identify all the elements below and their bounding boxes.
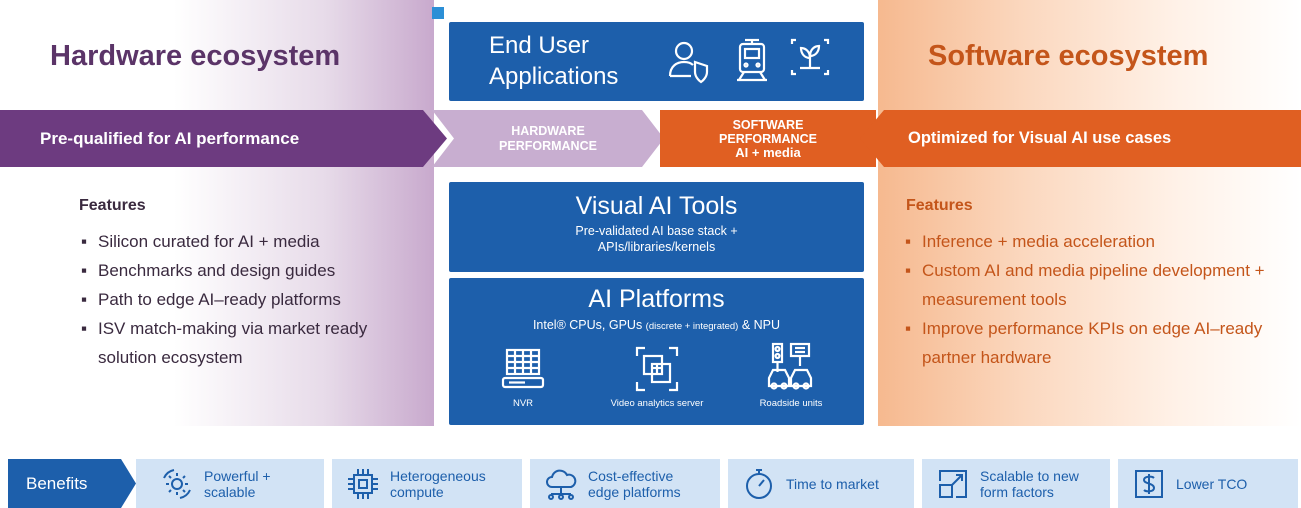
feature-text: Path to edge AI–ready platforms	[98, 290, 341, 309]
hardware-banner: Pre-qualified for AI performance	[0, 110, 447, 167]
benefit-line2: scalable	[204, 483, 256, 500]
list-item: ▪Silicon curated for AI + media	[81, 232, 320, 251]
benefit-line1: Time to market	[786, 475, 879, 492]
benefits-label: Benefits	[8, 459, 136, 508]
hardware-features-heading: Features	[79, 197, 146, 214]
benefit-line1: Heterogeneous	[390, 467, 486, 484]
roadside-units-icon	[767, 342, 815, 392]
feature-text: Inference + media acceleration	[922, 232, 1155, 251]
ai-platforms-box: AI Platforms Intel® CPUs, GPUs (discrete…	[449, 278, 864, 425]
ai-platforms-title: AI Platforms	[588, 285, 725, 313]
hardware-performance-line1: HARDWARE	[511, 123, 585, 138]
software-performance-label: SOFTWARE PERFORMANCE AI + media	[660, 110, 876, 167]
benefit-line1: Lower TCO	[1176, 475, 1248, 492]
benefit-line2: edge platforms	[588, 483, 681, 500]
benefit-line1: Scalable to new	[980, 467, 1079, 484]
resize-icon	[936, 467, 970, 501]
feature-text: Custom AI and media pipeline development…	[922, 261, 1265, 309]
visual-ai-tools-line1: Pre-validated AI base stack +	[575, 224, 738, 238]
benefit-text: Powerful +scalable	[204, 468, 271, 500]
software-ecosystem-title: Software ecosystem	[928, 40, 1209, 72]
software-performance-line1: SOFTWARE	[732, 117, 804, 132]
list-item: ▪Improve performance KPIs on edge AI–rea…	[905, 319, 1263, 367]
software-banner: Optimized for Visual AI use cases	[860, 110, 1301, 167]
hardware-performance-line2: PERFORMANCE	[499, 138, 597, 153]
ai-platforms-subtitle-small: (discrete + integrated)	[645, 321, 739, 332]
hardware-ecosystem-title: Hardware ecosystem	[50, 40, 341, 72]
benefit-text: Lower TCO	[1176, 476, 1247, 492]
feature-text: ISV match-making via market ready soluti…	[98, 319, 368, 367]
ai-platforms-subtitle-end: & NPU	[738, 318, 781, 332]
video-analytics-server-icon	[633, 346, 681, 392]
software-panel-background	[878, 0, 1301, 426]
nvr-icon	[499, 348, 547, 392]
video-analytics-server-label: Video analytics server	[610, 398, 704, 409]
benefit-powerful-scalable: Powerful +scalable	[136, 459, 324, 508]
end-user-line1: End User	[489, 32, 590, 59]
feature-text: Improve performance KPIs on edge AI–read…	[922, 319, 1263, 367]
cloud-network-icon	[544, 467, 578, 501]
plant-frame-icon	[790, 38, 830, 82]
hardware-panel-background	[0, 0, 434, 426]
benefit-line1: Powerful +	[204, 467, 271, 484]
list-item: ▪Path to edge AI–ready platforms	[81, 290, 341, 309]
end-user-applications-label: End User Applications	[489, 30, 618, 92]
benefit-line2: compute	[390, 483, 444, 500]
software-features-heading: Features	[906, 197, 973, 214]
benefit-text: Time to market	[786, 476, 879, 492]
gear-arrows-icon	[160, 467, 194, 501]
list-item: ▪Inference + media acceleration	[905, 232, 1155, 251]
end-user-line2: Applications	[489, 63, 619, 90]
software-performance-line3: AI + media	[735, 144, 801, 160]
hardware-features-list: ▪Silicon curated for AI + media ▪Benchma…	[81, 227, 421, 372]
hardware-performance-label: HARDWARE PERFORMANCE	[432, 110, 664, 167]
roadside-units-label: Roadside units	[759, 398, 823, 409]
visual-ai-tools-box: Visual AI Tools Pre-validated AI base st…	[449, 182, 864, 272]
feature-text: Silicon curated for AI + media	[98, 232, 320, 251]
feature-text: Benchmarks and design guides	[98, 261, 336, 280]
benefit-lower-tco: Lower TCO	[1118, 459, 1298, 508]
ai-platforms-subtitle-main: Intel® CPUs, GPUs	[532, 318, 646, 332]
train-icon	[735, 38, 769, 84]
benefit-time-to-market: Time to market	[728, 459, 914, 508]
visual-ai-tools-line2: APIs/libraries/kernels	[597, 240, 716, 254]
nvr-label: NVR	[512, 398, 534, 409]
list-item: ▪Benchmarks and design guides	[81, 261, 336, 280]
accent-square	[432, 7, 444, 19]
list-item: ▪Custom AI and media pipeline developmen…	[905, 261, 1265, 309]
user-shield-icon	[667, 38, 711, 84]
ai-platforms-subtitle: Intel® CPUs, GPUs (discrete + integrated…	[449, 317, 864, 335]
chip-icon	[346, 467, 380, 501]
software-features-list: ▪Inference + media acceleration ▪Custom …	[905, 227, 1285, 372]
software-performance-line2: PERFORMANCE	[719, 131, 817, 146]
visual-ai-tools-title: Visual AI Tools	[575, 192, 738, 220]
dollar-icon	[1132, 467, 1166, 501]
list-item: ▪ISV match-making via market ready solut…	[81, 319, 368, 367]
benefit-line2: form factors	[980, 483, 1054, 500]
stopwatch-icon	[742, 467, 776, 501]
benefit-line1: Cost-effective	[588, 467, 674, 484]
end-user-applications-box: End User Applications	[449, 22, 864, 101]
